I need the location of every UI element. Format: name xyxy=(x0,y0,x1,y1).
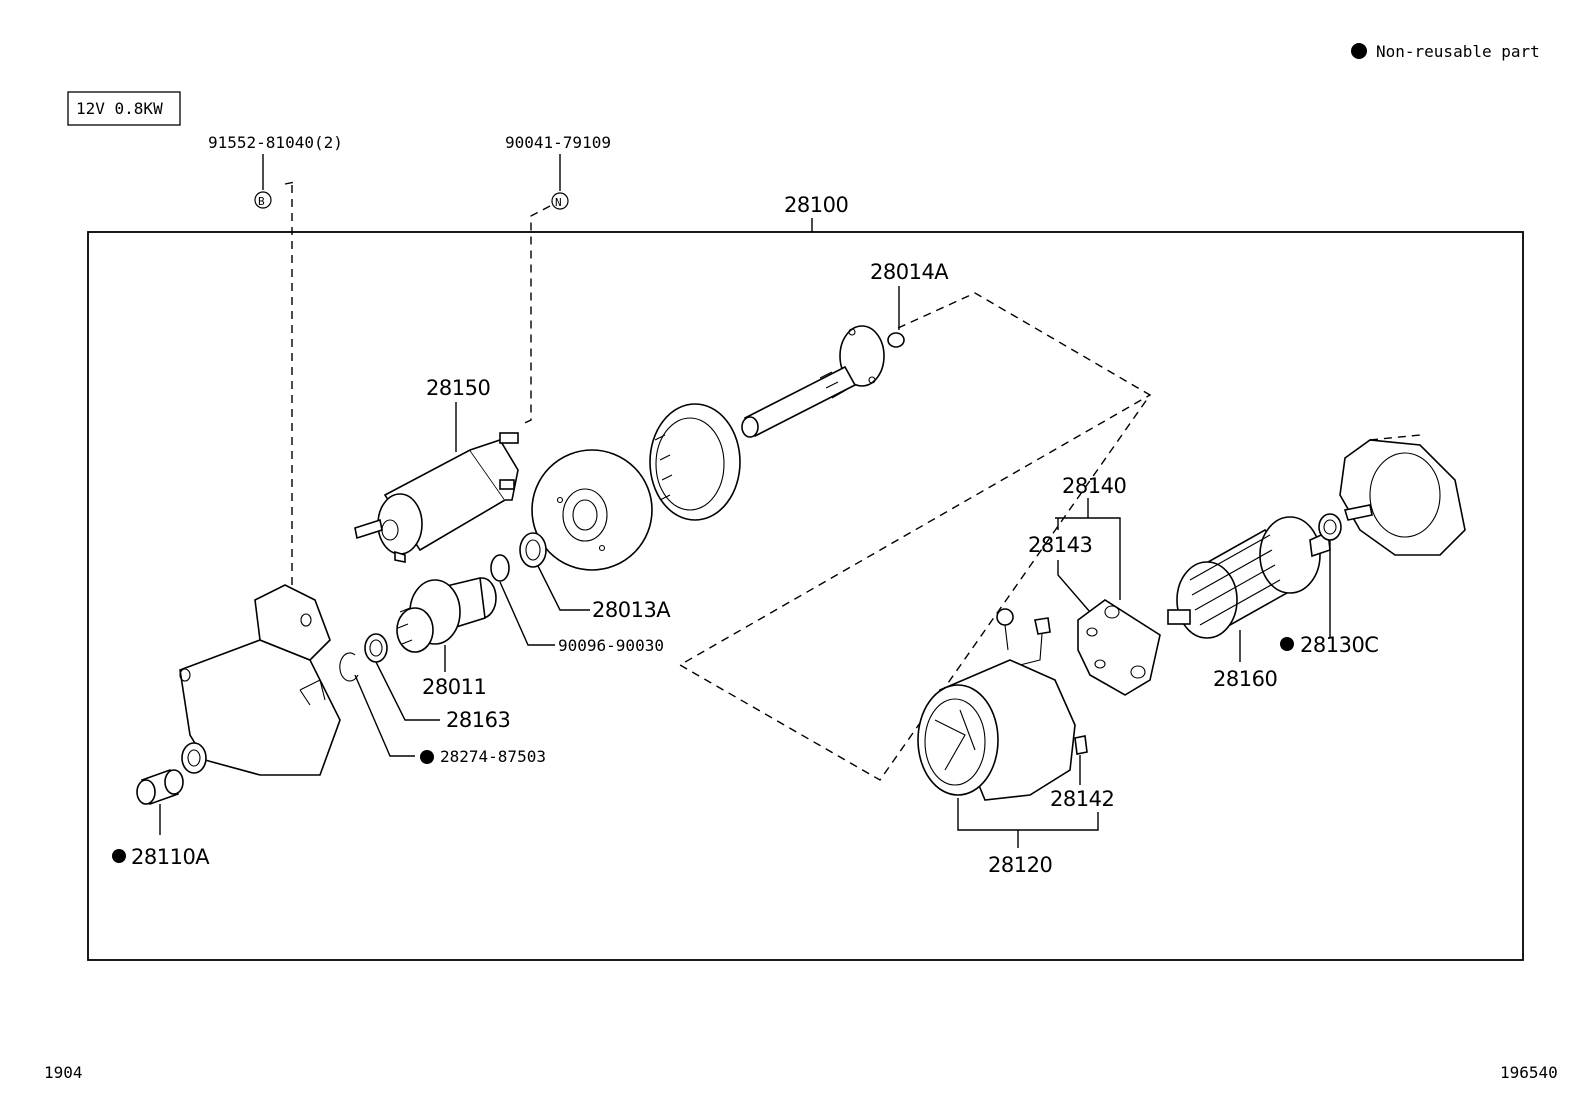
legend-text: Non-reusable part xyxy=(1376,42,1540,61)
part-28274-87503[interactable] xyxy=(339,652,359,682)
part-28160-armature[interactable] xyxy=(1167,516,1331,639)
spec-box: 12V 0.8KW xyxy=(67,91,181,126)
label-28130C[interactable]: 28130C xyxy=(1300,633,1379,657)
part-28143-brush-holder[interactable] xyxy=(1077,599,1161,696)
non-reusable-dot-icon xyxy=(1351,43,1367,59)
non-reusable-dot-icon xyxy=(112,849,126,863)
part-28150-solenoid[interactable] xyxy=(354,432,519,563)
label-28143[interactable]: 28143 xyxy=(1028,533,1093,557)
part-yoke-housing[interactable] xyxy=(649,403,741,521)
marker-b-icon xyxy=(254,191,272,209)
label-28013A[interactable]: 28013A xyxy=(592,598,672,622)
label-28011[interactable]: 28011 xyxy=(422,675,487,699)
part-drive-shaft[interactable] xyxy=(741,325,885,438)
part-28013A[interactable] xyxy=(519,532,547,568)
marker-n-icon xyxy=(551,192,569,210)
label-28274-87503[interactable]: 28274-87503 xyxy=(440,747,546,766)
part-90096-90030[interactable] xyxy=(490,554,510,582)
part-28163[interactable] xyxy=(364,633,388,663)
footer-left: 1904 xyxy=(44,1063,83,1082)
label-90041[interactable]: 90041-79109 xyxy=(505,133,611,152)
label-28142[interactable]: 28142 xyxy=(1050,787,1115,811)
part-drive-housing[interactable] xyxy=(179,584,341,776)
label-28150[interactable]: 28150 xyxy=(426,376,491,400)
label-28163[interactable]: 28163 xyxy=(446,708,511,732)
label-28120[interactable]: 28120 xyxy=(988,853,1053,877)
part-end-frame[interactable] xyxy=(1339,434,1466,556)
spec-text: 12V 0.8KW xyxy=(76,99,163,118)
part-center-bearing[interactable] xyxy=(531,449,653,571)
assembly-frame xyxy=(87,231,1524,961)
marker-n-text: N xyxy=(555,196,562,209)
label-28100[interactable]: 28100 xyxy=(784,193,849,217)
part-28142[interactable] xyxy=(1074,735,1088,755)
label-28140[interactable]: 28140 xyxy=(1062,474,1127,498)
label-28014A[interactable]: 28014A xyxy=(870,260,950,284)
marker-b-text: B xyxy=(258,195,265,208)
part-28011-pinion[interactable] xyxy=(396,577,497,653)
label-28110A[interactable]: 28110A xyxy=(131,845,211,869)
part-28014A[interactable] xyxy=(887,332,905,348)
part-28130C[interactable] xyxy=(1318,513,1342,541)
label-91552[interactable]: 91552-81040(2) xyxy=(208,133,343,152)
non-reusable-dot-icon xyxy=(1280,637,1294,651)
non-reusable-dot-icon xyxy=(420,750,434,764)
footer-right: 196540 xyxy=(1500,1063,1558,1082)
label-28160[interactable]: 28160 xyxy=(1213,667,1278,691)
legend: Non-reusable part xyxy=(1351,42,1540,61)
label-90096-90030[interactable]: 90096-90030 xyxy=(558,636,664,655)
part-28120-field-frame[interactable] xyxy=(917,608,1076,801)
part-28110A[interactable] xyxy=(136,768,184,806)
